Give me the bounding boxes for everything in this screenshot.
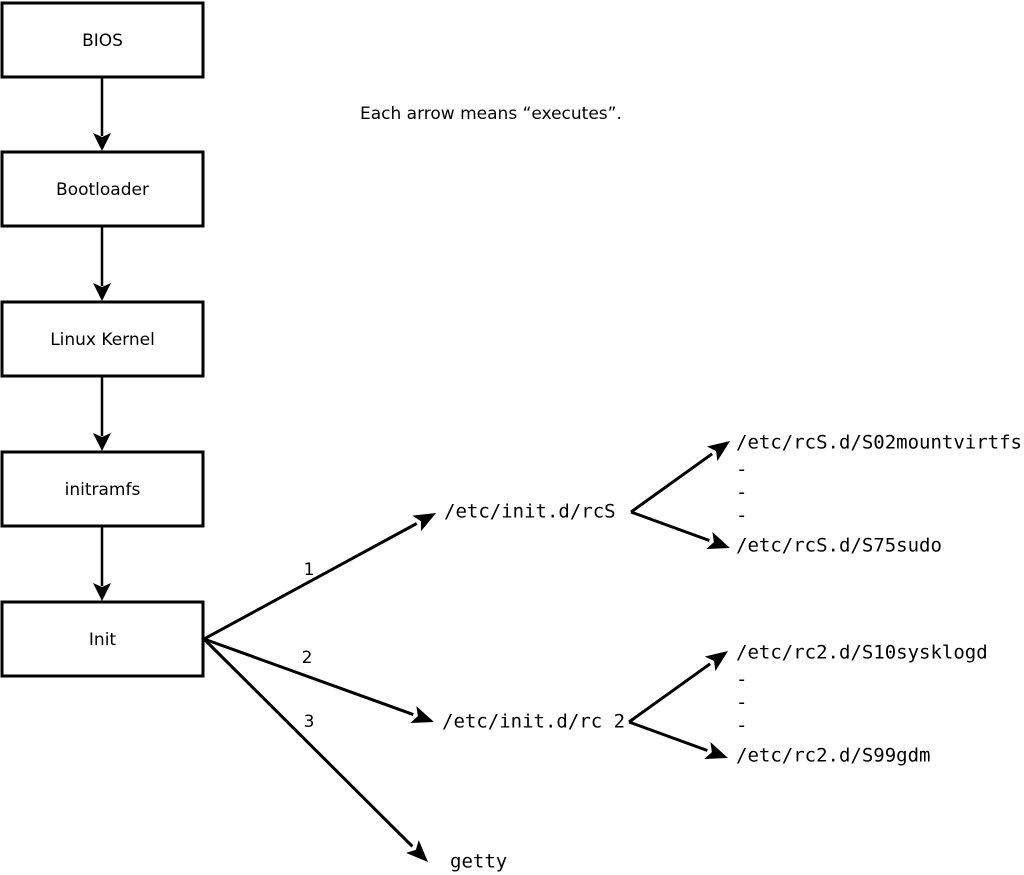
arrow-head-init-branch-3	[406, 840, 428, 862]
init-branch-1: 1	[203, 513, 436, 641]
fan-rc2: /etc/rc2.d/S10sysklogd---/etc/rc2.d/S99g…	[628, 642, 988, 767]
box-outline-initramfs	[0, 450, 205, 528]
sub-fans-group: /etc/rcS.d/S02mountvirtfs---/etc/rcS.d/S…	[628, 432, 1022, 767]
branch-number-2: 2	[302, 648, 313, 668]
arrow-kernel-to-initramfs	[93, 377, 111, 451]
arrow-head-bios-to-bootloader	[93, 133, 111, 151]
box-label-init: Init	[89, 630, 117, 650]
box-label-kernel: Linux Kernel	[50, 330, 155, 350]
fan-rcS: /etc/rcS.d/S02mountvirtfs---/etc/rcS.d/S…	[630, 432, 1022, 557]
box-outline-kernel	[0, 300, 205, 378]
arrow-head-init-branch-2	[410, 706, 434, 723]
arrow-bootloader-to-kernel	[93, 227, 111, 301]
box-label-bios: BIOS	[82, 31, 123, 51]
init-fan-group: 1 2 3	[202, 513, 436, 862]
rcS-ellipsis-3: -	[736, 505, 747, 527]
arrow-shaft-init-branch-2	[203, 637, 414, 716]
stage-box-init: Init	[0, 600, 205, 678]
rc2-item-first: /etc/rc2.d/S10sysklogd	[736, 642, 988, 664]
arrow-shaft-init-branch-3	[202, 637, 414, 848]
box-label-bootloader: Bootloader	[56, 180, 149, 200]
branch-number-1: 1	[304, 560, 315, 580]
arrow-head-kernel-to-initramfs	[93, 433, 111, 451]
rcS-item-first: /etc/rcS.d/S02mountvirtfs	[736, 432, 1022, 454]
arrow-shaft-rcS-last	[630, 510, 710, 542]
arrow-rcS-first	[630, 441, 730, 514]
rcS-ellipsis-1: -	[736, 459, 747, 481]
rc2-ellipsis-2: -	[736, 692, 747, 714]
arrow-shaft-rc2-first	[628, 662, 711, 724]
arrow-initramfs-to-init	[93, 527, 111, 601]
arrow-shaft-init-branch-1	[203, 522, 418, 641]
rc2-ellipsis-1: -	[736, 669, 747, 691]
arrow-head-initramfs-to-init	[93, 583, 111, 601]
rc2-ellipsis-3: -	[736, 715, 747, 737]
arrow-shaft-rc2-last	[628, 720, 708, 752]
arrow-rc2-first	[628, 651, 728, 724]
label-rcS: /etc/init.d/rcS	[444, 501, 616, 523]
arrow-head-rc2-last	[704, 742, 728, 759]
arrow-head-bootloader-to-kernel	[93, 283, 111, 301]
rc2-item-last: /etc/rc2.d/S99gdm	[736, 745, 930, 767]
label-getty: getty	[450, 851, 507, 873]
stage-box-initramfs: initramfs	[0, 450, 205, 528]
box-outline-bootloader	[0, 150, 205, 228]
mid-labels-group: /etc/init.d/rcS/etc/init.d/rc 2 getty	[442, 501, 625, 873]
arrow-shaft-rcS-first	[630, 452, 713, 514]
arrow-head-rcS-last	[706, 532, 730, 549]
stage-box-kernel: Linux Kernel	[0, 300, 205, 378]
label-rc2: /etc/init.d/rc 2	[442, 711, 625, 733]
arrow-head-rc2-first	[704, 651, 728, 672]
arrow-bios-to-bootloader	[93, 77, 111, 151]
branch-number-3: 3	[304, 712, 315, 732]
box-label-initramfs: initramfs	[65, 480, 141, 500]
rcS-ellipsis-2: -	[736, 482, 747, 504]
vertical-arrows-group	[93, 77, 111, 601]
init-branch-2: 2	[203, 637, 434, 723]
box-outline-init	[0, 600, 205, 678]
init-branch-3: 3	[202, 637, 428, 862]
arrow-head-init-branch-1	[412, 513, 436, 532]
box-outline-bios	[0, 1, 205, 79]
stage-box-bootloader: Bootloader	[0, 150, 205, 228]
rcS-item-last: /etc/rcS.d/S75sudo	[736, 535, 942, 557]
arrow-head-rcS-first	[706, 441, 730, 462]
arrow-rcS-last	[630, 510, 730, 549]
arrow-rc2-last	[628, 720, 728, 759]
stage-box-bios: BIOS	[0, 1, 205, 79]
diagram-caption: Each arrow means “executes”.	[360, 104, 622, 124]
